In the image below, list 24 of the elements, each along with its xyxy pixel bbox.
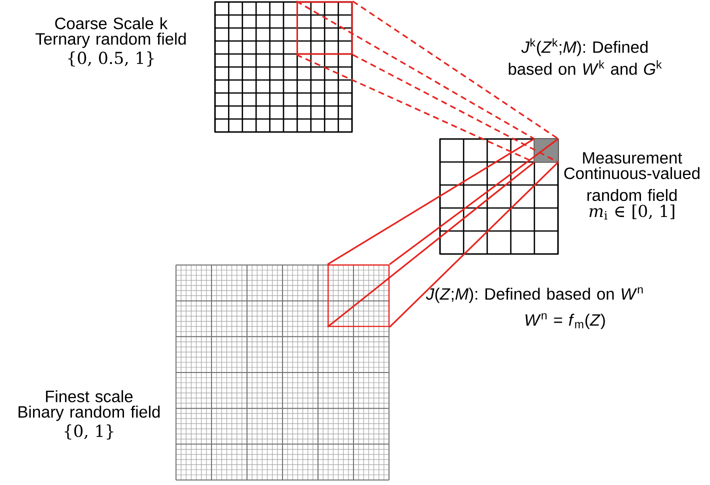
field-heading: Measurement: [583, 152, 682, 164]
highlight-square: [296, 1, 353, 55]
dashed-projection-line: [352, 0, 559, 140]
value-range: {0, 1}: [64, 424, 114, 440]
projection-line: [327, 162, 535, 328]
projection-line: [389, 138, 559, 266]
annotation: J(Z;M): Defined based on W$^{n}$: [426, 287, 643, 304]
dashed-projection-line: [296, 0, 535, 140]
field-description: Binary random field: [18, 406, 160, 421]
grid-drawing: [439, 138, 559, 255]
field-heading: Finest scale: [46, 390, 133, 402]
projection-line: [327, 138, 535, 266]
annotation: W$^{n}$ = f$_{m}$(Z): [526, 313, 605, 330]
value-range: m$_{i}$ ∈ [0, 1]: [590, 204, 674, 220]
dashed-projection-line: [296, 54, 535, 163]
value-range: {0, 0.5, 1}: [68, 51, 154, 67]
field-description: Ternary random field: [36, 32, 186, 48]
grid-drawing: [214, 1, 353, 133]
annotation: J$^{k}$(Z$^{k}$;M): Defined based on W$^{k}$ and G$^{k}$: [508, 38, 662, 75]
field-heading: Coarse Scale k: [55, 17, 168, 30]
projection-line: [389, 162, 559, 328]
grid-drawing: [176, 264, 390, 480]
dashed-projection-line: [352, 54, 559, 163]
highlight-square: [328, 264, 390, 328]
